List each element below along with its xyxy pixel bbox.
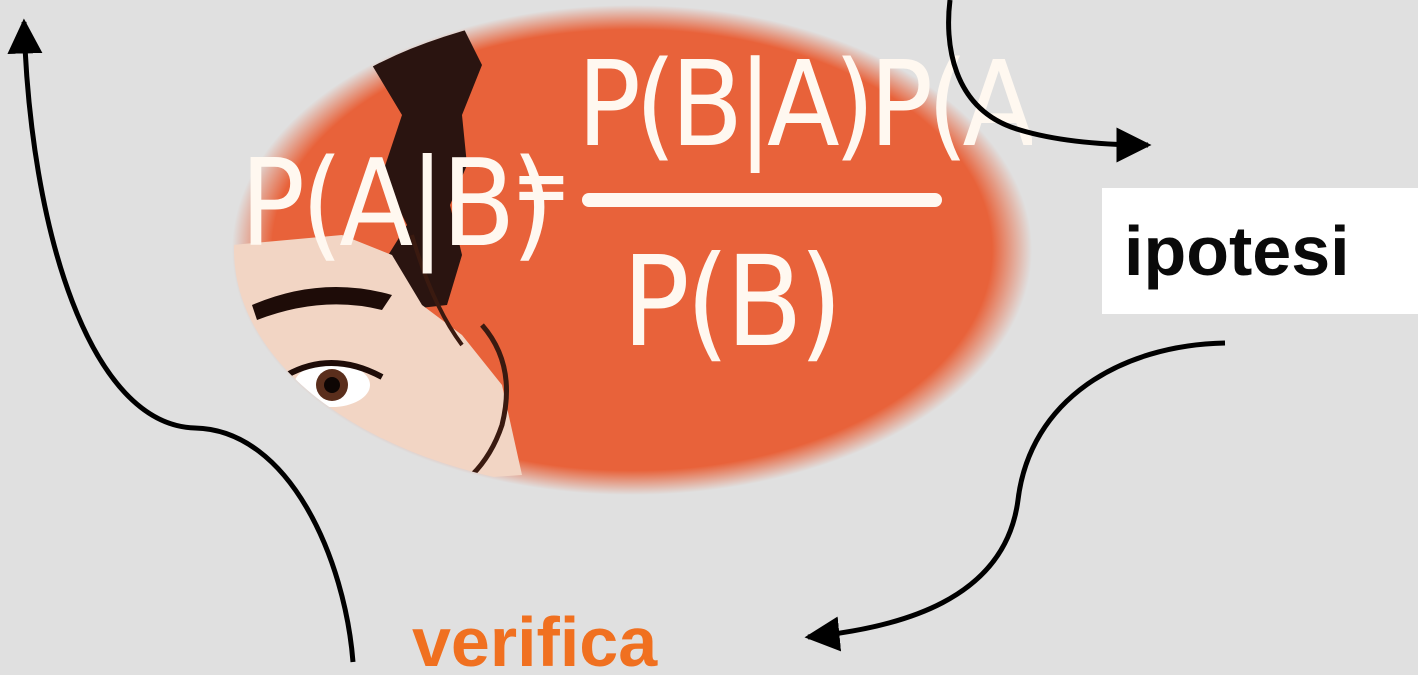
verifica-label: verifica bbox=[412, 603, 658, 675]
formula-equals: = bbox=[512, 145, 571, 227]
ipotesi-label: ipotesi bbox=[1124, 212, 1350, 290]
formula-numerator: P(B|A)P(A) bbox=[577, 35, 1032, 173]
formula-fraction-bar bbox=[582, 193, 942, 207]
arrow-to-verifica bbox=[804, 340, 1226, 652]
formula-lhs: P(A|B) bbox=[240, 135, 550, 274]
arrow-to-ipotesi bbox=[946, 0, 1152, 163]
ipotesi-box bbox=[1102, 188, 1418, 314]
arrow-verifica-loop bbox=[7, 18, 356, 663]
bayes-theorem-image: P(A|B) = P(B|A)P(A) P(B) bbox=[232, 5, 1032, 495]
formula-denominator: P(B) bbox=[622, 230, 839, 375]
